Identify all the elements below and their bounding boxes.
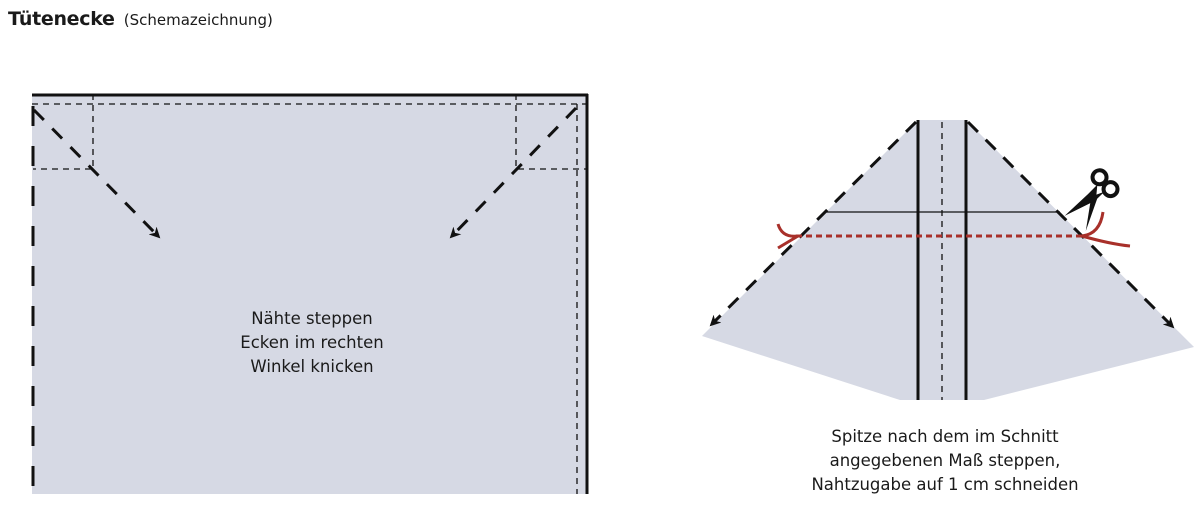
cut-curve-left [776,223,799,250]
cut-curve-right [1081,211,1131,248]
arrow-icon [449,106,578,239]
scissors-icon [1064,168,1120,232]
caption-line: Ecken im rechten [240,333,384,352]
right-caption: Spitze nach dem im Schnitt angegebenen M… [745,425,1145,497]
title-main: Tütenecke [8,8,115,30]
caption-line: Nahtzugabe auf 1 cm schneiden [811,475,1079,494]
caption-line: Nähte steppen [251,309,373,328]
title-subtitle: (Schemazeichnung) [123,11,273,29]
left-caption: Nähte steppen Ecken im rechten Winkel kn… [192,307,432,379]
arrow-icon [32,108,161,239]
caption-line: Winkel knicken [250,357,374,376]
right-corner-square [515,94,586,170]
fabric-point [702,120,1194,400]
fabric-rectangle [32,94,586,494]
left-panel [31,93,589,494]
left-corner-square [33,94,94,170]
caption-line: Spitze nach dem im Schnitt [831,427,1059,446]
diagram-title: Tütenecke (Schemazeichnung) [8,8,273,30]
right-panel [702,120,1194,400]
caption-line: angegebenen Maß steppen, [829,451,1061,470]
